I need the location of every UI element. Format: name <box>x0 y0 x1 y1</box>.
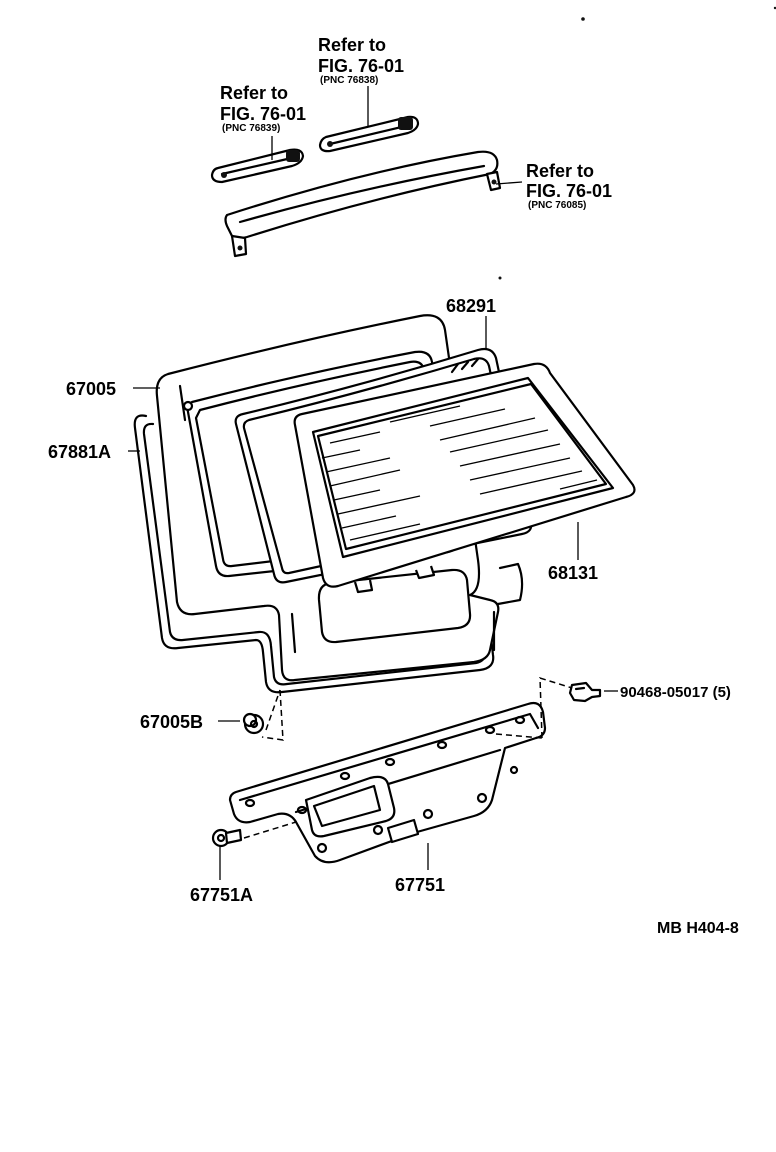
ref-pnc: (PNC 76839) <box>222 123 280 134</box>
reference-note-76085: Refer to FIG. 76-01 (PNC 76085) <box>526 161 612 211</box>
ref-line2: FIG. 76-01 <box>318 56 404 76</box>
assembly-lines <box>243 676 573 839</box>
ref-line2: FIG. 76-01 <box>220 104 306 124</box>
label-67751: 67751 <box>395 875 445 895</box>
trim-board-67751 <box>228 701 547 864</box>
reference-note-76839: Refer to FIG. 76-01 (PNC 76839) <box>220 83 306 134</box>
fastener-67751A <box>211 828 243 848</box>
label-67751A: 67751A <box>190 885 253 905</box>
label-90468-05017: 90468-05017 (5) <box>620 684 731 701</box>
label-68131: 68131 <box>548 563 598 583</box>
label-68291: 68291 <box>446 296 496 316</box>
reference-note-76838: Refer to FIG. 76-01 (PNC 76838) <box>318 35 404 86</box>
label-67005B: 67005B <box>140 712 203 732</box>
ref-line1: Refer to <box>220 83 288 103</box>
ref-pnc: (PNC 76085) <box>528 200 586 211</box>
ref-line1: Refer to <box>318 35 386 55</box>
hinge-left <box>210 148 305 184</box>
rear-spoiler <box>224 150 502 258</box>
ref-pnc: (PNC 76838) <box>320 75 378 86</box>
leader-lines <box>128 86 618 880</box>
label-67005: 67005 <box>66 379 116 399</box>
ref-line2: FIG. 76-01 <box>526 181 612 201</box>
label-67881A: 67881A <box>48 442 111 462</box>
stray-marks <box>498 6 776 280</box>
stopper-67005B <box>242 712 265 735</box>
ref-line1: Refer to <box>526 161 594 181</box>
clip-90468-05017 <box>568 681 602 703</box>
weatherstrip-67881A <box>133 414 495 694</box>
back-window-glass-68131 <box>293 362 636 594</box>
hinge-right <box>318 115 420 153</box>
diagram-code: MB H404-8 <box>657 920 739 937</box>
